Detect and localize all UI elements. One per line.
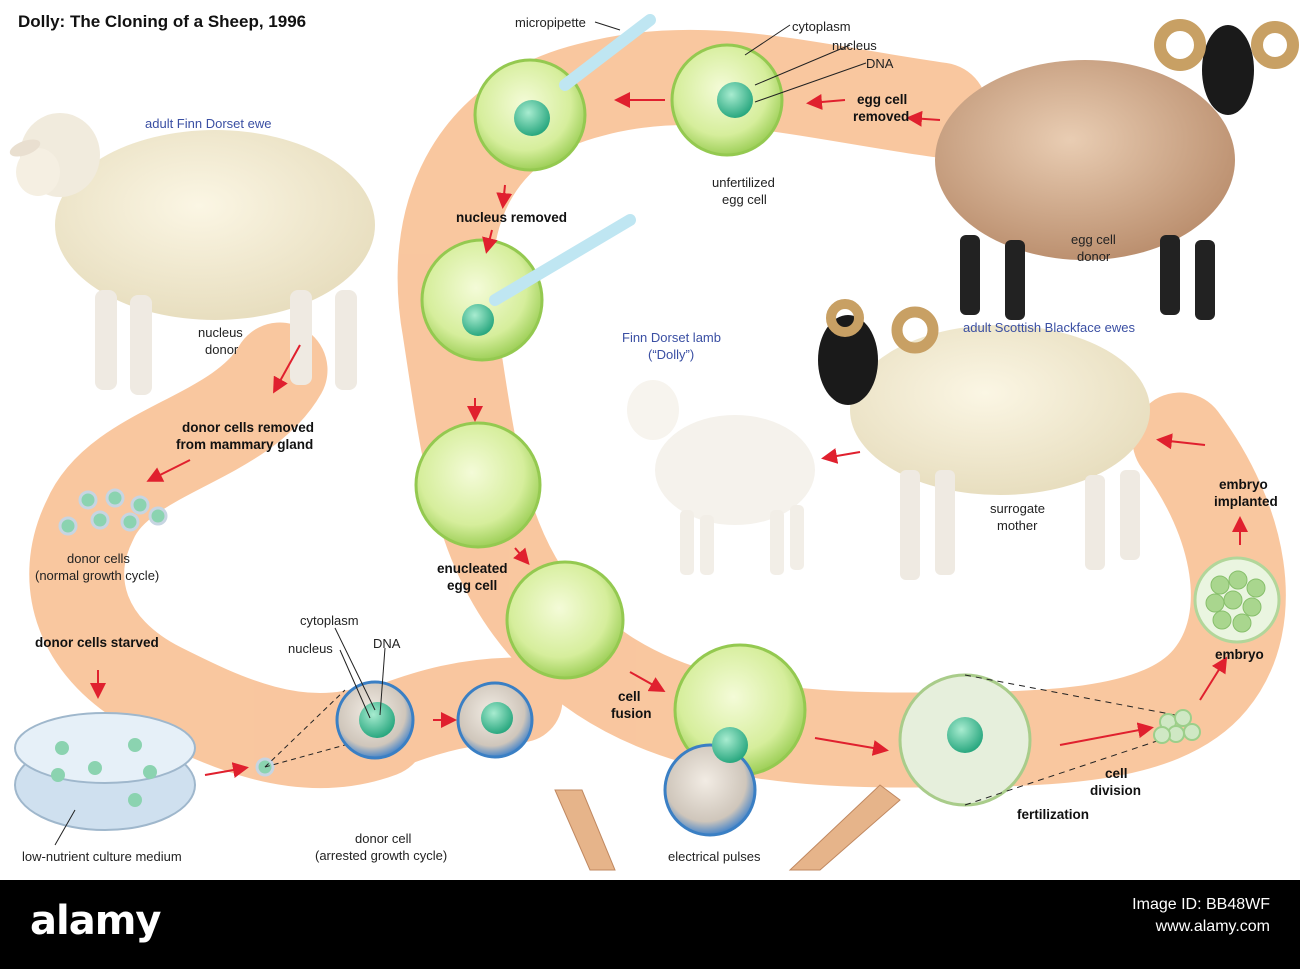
label-enucleated-line1: enucleated	[437, 561, 508, 576]
label-embryo-implanted-line2: implanted	[1214, 494, 1278, 509]
embryo-illustration	[1193, 556, 1281, 644]
label-dna-bottom: DNA	[373, 636, 401, 651]
label-adult-scottish-blackface: adult Scottish Blackface ewes	[963, 320, 1135, 335]
label-egg-cell-removed-line1: egg cell	[857, 92, 908, 107]
culture-dish-illustration	[14, 712, 196, 831]
label-nucleus-donor-line2: donor	[205, 342, 239, 357]
label-cell-division-line2: division	[1090, 783, 1142, 798]
label-nucleus-bottom: nucleus	[288, 641, 333, 656]
label-cell-fusion-line2: fusion	[611, 706, 652, 721]
electrode-right	[788, 784, 901, 871]
label-donor-cells-line2: (normal growth cycle)	[35, 568, 160, 583]
label-finn-dorset-lamb-line1: Finn Dorset lamb	[622, 330, 721, 345]
label-adult-finn-dorset-ewe: adult Finn Dorset ewe	[145, 116, 272, 131]
label-cell-fusion-line1: cell	[618, 689, 641, 704]
watermark-footer: alamy Image ID: BB48WF www.alamy.com	[0, 880, 1300, 969]
unfertilized-egg-cell	[670, 43, 784, 157]
surrogate-mother-sheep-illustration	[818, 299, 1150, 580]
label-egg-cell-donor-line2: donor	[1077, 249, 1111, 264]
dividing-cells	[1153, 709, 1201, 744]
label-unfertilized-line2: egg cell	[722, 192, 767, 207]
label-unfertilized-line1: unfertilized	[712, 175, 775, 190]
pointer-lines	[54, 21, 867, 846]
egg-cell-at-fusion	[505, 560, 625, 680]
image-id: Image ID: BB48WF	[1132, 896, 1270, 913]
label-donor-cell-line1: donor cell	[355, 831, 412, 846]
label-donor-cells-removed-line2: from mammary gland	[176, 437, 314, 452]
fused-cell	[663, 643, 807, 837]
finn-dorset-ewe-illustration	[9, 113, 375, 395]
site-url: www.alamy.com	[1155, 918, 1270, 935]
diagram-title: Dolly: The Cloning of a Sheep, 1996	[18, 12, 307, 31]
diagram-artwork	[9, 14, 1299, 871]
label-donor-cells-line1: donor cells	[67, 551, 130, 566]
label-finn-dorset-lamb-line2: (“Dolly”)	[648, 347, 695, 362]
label-fertilization: fertilization	[1017, 807, 1090, 822]
label-cytoplasm-bottom: cytoplasm	[300, 613, 359, 628]
label-nucleus-top: nucleus	[832, 38, 877, 53]
label-micropipette: micropipette	[515, 15, 586, 30]
label-surrogate-line2: mother	[997, 518, 1038, 533]
label-electrical-pulses: electrical pulses	[668, 849, 761, 864]
label-nucleus-donor-line1: nucleus	[198, 325, 243, 340]
alamy-logo: alamy	[30, 898, 161, 944]
diagram-canvas: Dolly: The Cloning of a Sheep, 1996 adul…	[9, 12, 1299, 871]
donor-cells-cluster	[58, 488, 168, 536]
enucleated-egg-cell-illustration	[414, 421, 542, 549]
label-cytoplasm-top: cytoplasm	[792, 19, 851, 34]
label-culture-medium: low-nutrient culture medium	[22, 849, 182, 864]
donor-cell-enlarged	[335, 680, 415, 760]
label-donor-cell-line2: (arrested growth cycle)	[315, 848, 448, 863]
label-cell-division-line1: cell	[1105, 766, 1128, 781]
label-egg-cell-removed-line2: removed	[853, 109, 910, 124]
label-egg-cell-donor-line1: egg cell	[1071, 232, 1116, 247]
image-reference: Image ID: BB48WF www.alamy.com	[1132, 894, 1270, 938]
label-surrogate-line1: surrogate	[990, 501, 1045, 516]
label-dna-top: DNA	[866, 56, 894, 71]
egg-cell-enucleation	[473, 14, 656, 172]
egg-cell-donor-sheep-illustration	[935, 19, 1299, 320]
electrode-left	[554, 789, 616, 871]
process-arrows	[90, 92, 1248, 778]
label-donor-cells-removed-line1: donor cells removed	[182, 420, 315, 435]
label-enucleated-line2: egg cell	[447, 578, 498, 593]
label-embryo-implanted-line1: embryo	[1219, 477, 1268, 492]
dolly-lamb-illustration	[627, 380, 815, 575]
label-donor-cells-starved: donor cells starved	[35, 635, 159, 650]
label-nucleus-removed: nucleus removed	[456, 210, 568, 225]
egg-cell-nucleus-removed	[420, 214, 636, 362]
label-embryo: embryo	[1215, 647, 1264, 662]
donor-cell-at-fusion	[456, 681, 534, 759]
fertilized-cell	[898, 673, 1032, 807]
